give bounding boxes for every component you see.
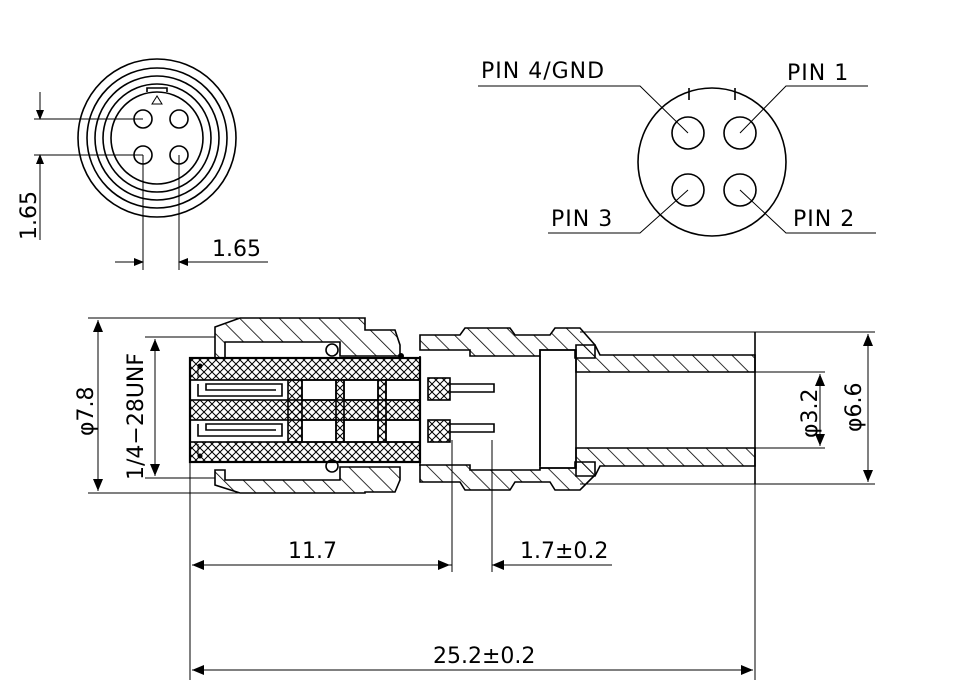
pin4-label: PIN 4/GND xyxy=(481,59,605,84)
dim-cable-inner: φ3.2 xyxy=(798,389,823,439)
dim-length-a: 11.7 xyxy=(288,539,337,564)
dim-cable-outer: φ6.6 xyxy=(842,383,867,433)
dim-length-b: 1.7±0.2 xyxy=(520,539,608,564)
dim-thread: 1/4−28UNF xyxy=(124,353,149,480)
side-section-view: φ7.8 1/4−28UNF φ3.2 φ6.6 11.7 1.7±0.2 xyxy=(74,317,875,680)
front-dim-vertical: 1.65 xyxy=(17,191,42,240)
front-view: 1.65 1.65 xyxy=(17,58,268,270)
front-dim-horizontal: 1.65 xyxy=(212,237,261,262)
pin3-label: PIN 3 xyxy=(551,207,613,232)
dim-outer-diameter: φ7.8 xyxy=(74,387,99,437)
pin1-label: PIN 1 xyxy=(787,61,849,86)
dim-total-length: 25.2±0.2 xyxy=(433,644,535,669)
pin2-label: PIN 2 xyxy=(793,207,855,232)
pin-diagram: PIN 4/GND PIN 1 PIN 3 PIN 2 xyxy=(478,59,876,237)
